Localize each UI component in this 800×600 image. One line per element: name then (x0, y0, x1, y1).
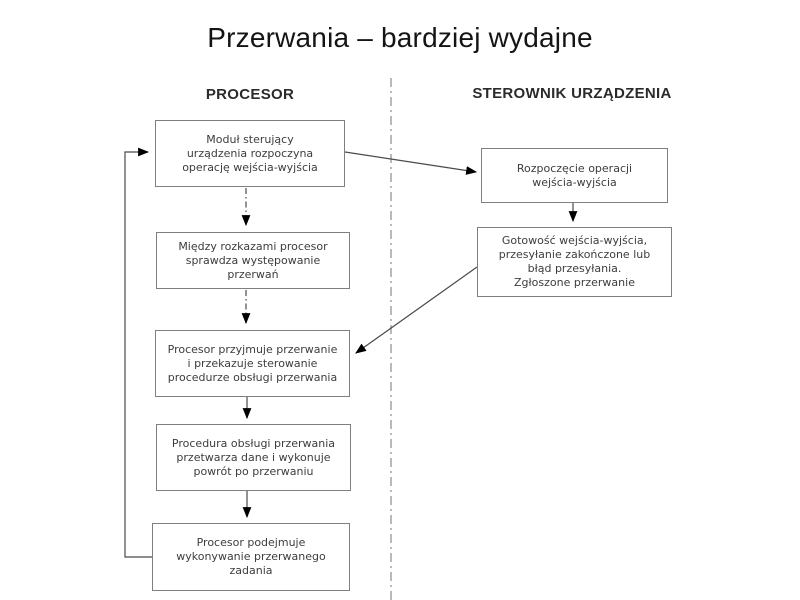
arrow-interrupt-to-processor (355, 266, 478, 354)
page-title: Przerwania – bardziej wydajne (207, 22, 593, 53)
flow-box-interrupt-handler-procedure: Procedura obsługi przerwania przetwarza … (156, 424, 351, 491)
flow-box-processor-accepts-interrupt: Procesor przyjmuje przerwanie i przekazu… (155, 330, 350, 397)
arrow-start-io-to-controller (344, 151, 478, 175)
flow-box-io-operation-start: Rozpoczęcie operacji wejścia-wyjścia (481, 148, 668, 203)
flow-box-io-ready-interrupt-raised: Gotowość wejścia-wyjścia, przesyłanie za… (477, 227, 672, 297)
column-header-processor: PROCESOR (205, 86, 295, 103)
column-header-device-controller: STEROWNIK URZĄDZENIA (472, 85, 672, 102)
flow-box-processor-checks-interrupts: Między rozkazami procesor sprawdza wystę… (156, 232, 350, 289)
flow-box-device-module-starts-io: Moduł sterujący urządzenia rozpoczyna op… (155, 120, 345, 187)
flow-box-processor-resumes-task: Procesor podejmuje wykonywanie przerwane… (152, 523, 350, 591)
arrow-resume-loop-back (124, 147, 152, 558)
